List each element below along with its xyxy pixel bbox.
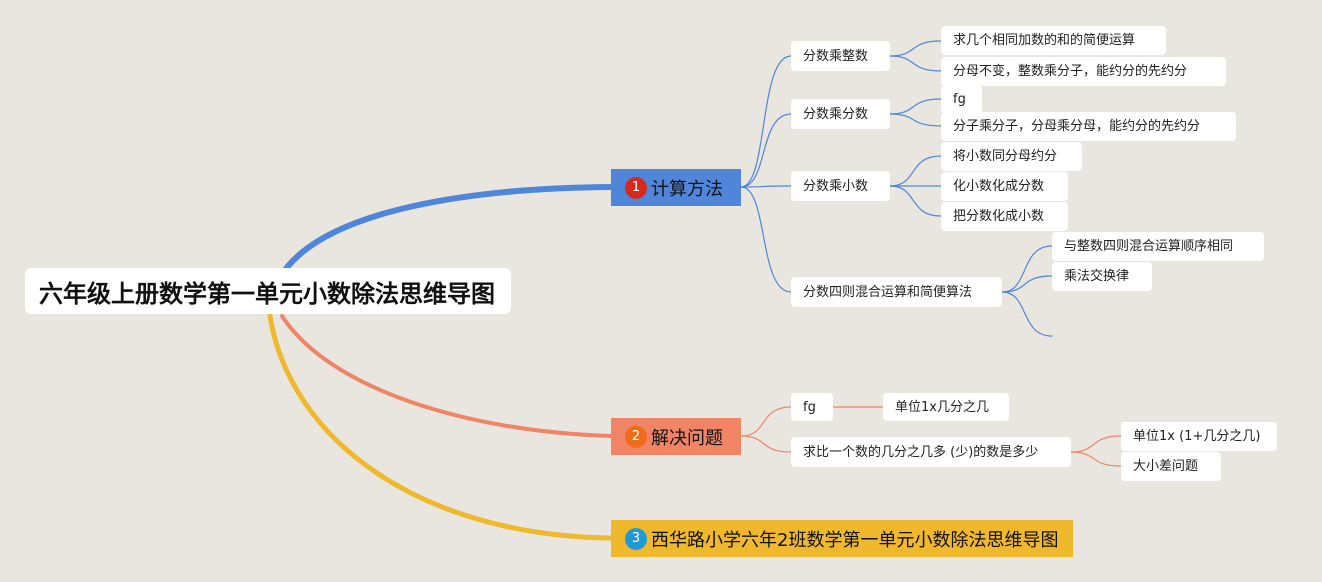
topic-fraction-more-less[interactable]: 求比一个数的几分之几多 (少)的数是多少 xyxy=(791,437,1071,467)
branch-1-link-2 xyxy=(740,185,792,188)
subtopic-item[interactable]: 化小数化成分数 xyxy=(941,172,1068,201)
empty-subtopic[interactable] xyxy=(1052,320,1112,349)
subtopic-item[interactable]: 把分数化成小数 xyxy=(941,202,1068,231)
subtopic-item[interactable]: 求几个相同加数的和的简便运算 xyxy=(941,26,1166,55)
branch-school-map-title[interactable]: 3 西华路小学六年2班数学第一单元小数除法思维导图 xyxy=(611,520,1073,557)
topic-2-link-0 xyxy=(889,155,942,187)
subtopic-item[interactable]: fg xyxy=(941,85,982,113)
subtopic-item[interactable]: 将小数同分母约分 xyxy=(941,142,1082,171)
topic-more-less-link-0 xyxy=(1070,435,1122,453)
subtopic-item[interactable]: 单位1x (1+几分之几) xyxy=(1121,422,1277,451)
branch-1-link-3 xyxy=(740,186,792,293)
topic-3-link-2 xyxy=(1001,291,1053,337)
topic-more-less-link-1 xyxy=(1070,451,1122,467)
topic-2-link-2 xyxy=(889,185,942,217)
branch-1-link-0 xyxy=(740,55,792,188)
branch-label: 计算方法 xyxy=(651,178,723,200)
branch-calculation-methods[interactable]: 1 计算方法 xyxy=(611,169,741,206)
subtopic-item[interactable]: 与整数四则混合运算顺序相同 xyxy=(1052,232,1264,261)
topic-3-link-1 xyxy=(1001,275,1053,293)
root-title: 六年级上册数学第一单元小数除法思维导图 xyxy=(39,279,495,308)
topic-0-link-0 xyxy=(889,40,942,57)
root-topic[interactable]: 六年级上册数学第一单元小数除法思维导图 xyxy=(25,268,511,314)
root-link-branch-2 xyxy=(280,314,614,438)
branch-1-link-1 xyxy=(740,113,792,188)
branch-problem-solving[interactable]: 2 解决问题 xyxy=(611,418,741,455)
subtopic-item[interactable]: 乘法交换律 xyxy=(1052,262,1152,291)
subtopic-item[interactable]: 大小差问题 xyxy=(1121,452,1221,481)
subtopic-item[interactable]: 单位1x几分之几 xyxy=(883,393,1009,421)
topic-fg[interactable]: fg xyxy=(791,393,833,421)
subtopic-item[interactable]: 分子乘分子，分母乘分母，能约分的先约分 xyxy=(941,112,1236,141)
topic-fraction-times-decimal[interactable]: 分数乘小数 xyxy=(791,171,890,201)
root-link-branch-3 xyxy=(267,313,615,541)
topic-1-link-1 xyxy=(889,113,942,127)
branch-2-link-0 xyxy=(740,406,792,437)
number-badge: 2 xyxy=(625,425,647,448)
topic-0-link-1 xyxy=(889,55,942,72)
topic-fraction-times-integer[interactable]: 分数乘整数 xyxy=(791,41,890,71)
branch-label: 解决问题 xyxy=(651,427,723,449)
topic-mixed-operations[interactable]: 分数四则混合运算和简便算法 xyxy=(791,277,1002,307)
branch-2-link-1 xyxy=(740,435,792,453)
subtopic-item[interactable]: 分母不变，整数乘分子，能约分的先约分 xyxy=(941,57,1226,86)
number-badge: 1 xyxy=(625,176,647,199)
topic-1-link-0 xyxy=(889,98,942,115)
topic-3-link-0 xyxy=(1001,245,1053,293)
branch-label: 西华路小学六年2班数学第一单元小数除法思维导图 xyxy=(651,529,1059,551)
topic-fraction-times-fraction[interactable]: 分数乘分数 xyxy=(791,99,890,129)
root-link-branch-1 xyxy=(282,184,615,273)
number-badge: 3 xyxy=(625,527,647,550)
